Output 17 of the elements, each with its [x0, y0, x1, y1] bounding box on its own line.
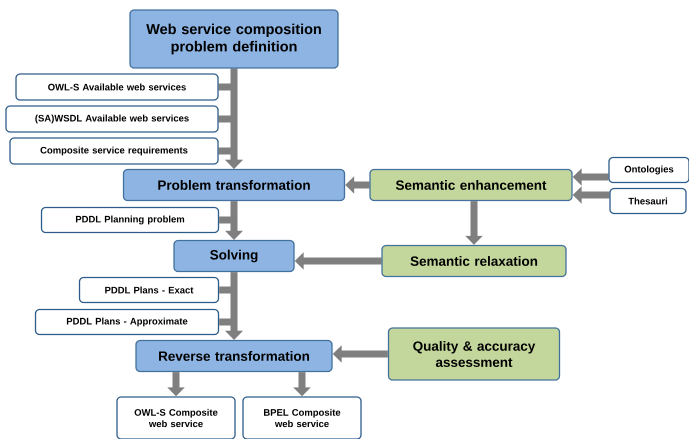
process-box: Web service composition problem definition [129, 9, 339, 69]
data-box: PDDL Planning problem [40, 206, 220, 234]
process-box: Semantic relaxation [381, 244, 567, 278]
data-box: OWL-S Available web services [15, 73, 219, 101]
process-box: Solving [173, 240, 295, 272]
data-box: PDDL Plans - Exact [78, 276, 220, 304]
process-box: Semantic enhancement [369, 168, 573, 202]
process-box: Reverse transformation [135, 340, 333, 372]
data-box: Composite service requirements [9, 137, 219, 165]
data-box: PDDL Plans - Approximate [34, 308, 220, 336]
data-box: (SA)WSDL Available web services [5, 105, 219, 133]
data-box: BPEL Composite web service [242, 396, 362, 439]
data-box: Ontologies [608, 156, 689, 184]
data-box: Thesauri [609, 188, 687, 214]
process-box: Problem transformation [122, 168, 346, 202]
process-box: Quality & accuracy assessment [388, 327, 560, 381]
data-box: OWL-S Composite web service [116, 396, 236, 439]
